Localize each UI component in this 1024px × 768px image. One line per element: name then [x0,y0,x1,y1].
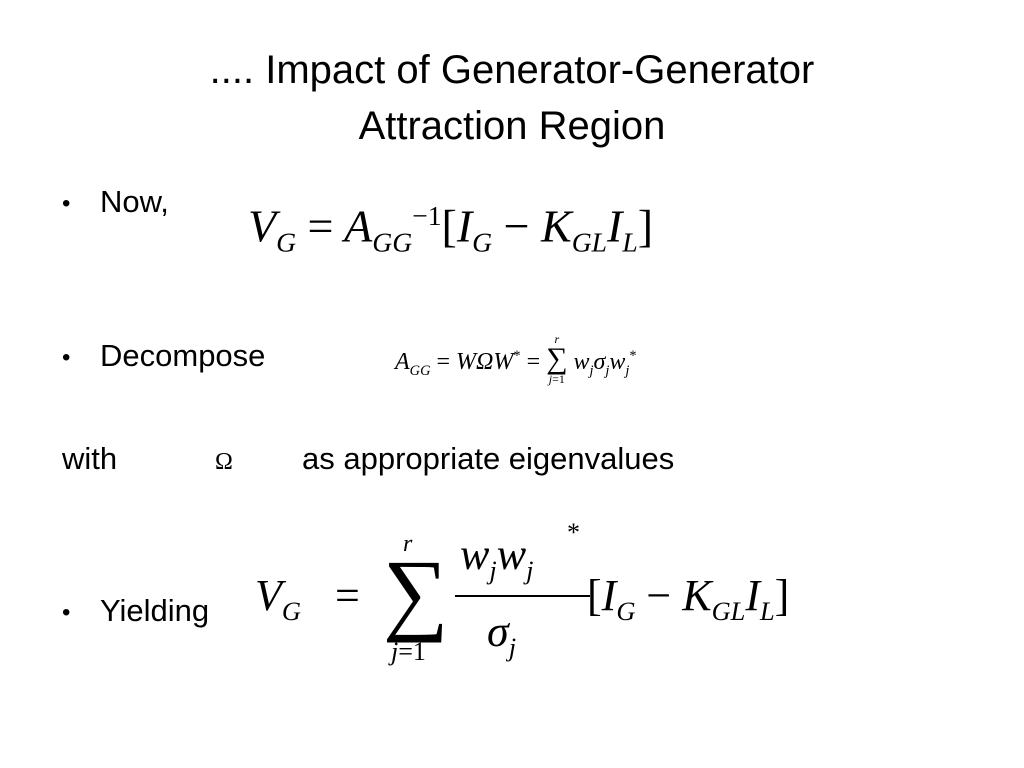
omega-symbol: Ω [215,449,233,475]
with-label: with [62,441,118,476]
equation-decomposition: AGG = WΩW* = r ∑ j=1 wjσjwj* [395,332,637,387]
bullet-label-decompose: Decompose [100,338,266,373]
slide-title-line-2: Attraction Region [358,104,666,148]
eigenvalues-text: as appropriate eigenvalues [302,441,675,476]
bullet-marker-2: • [62,344,71,371]
bullet-marker-3: • [62,599,71,626]
slide-title-line-1: .... Impact of Generator-Generator [209,48,815,92]
bullet-label-yielding: Yielding [100,593,210,628]
equation-vg-sum: VG = r ∑ j=1 wjwj * σj [IG − KGLIL] [255,518,790,666]
slide-title: .... Impact of Generator-Generator Attra… [0,42,1024,154]
equation-vg-inverse: VG = AGG−1[IG − KGLIL] [248,200,654,258]
bullet-label-now: Now, [100,184,169,219]
bullet-marker-1: • [62,190,71,217]
